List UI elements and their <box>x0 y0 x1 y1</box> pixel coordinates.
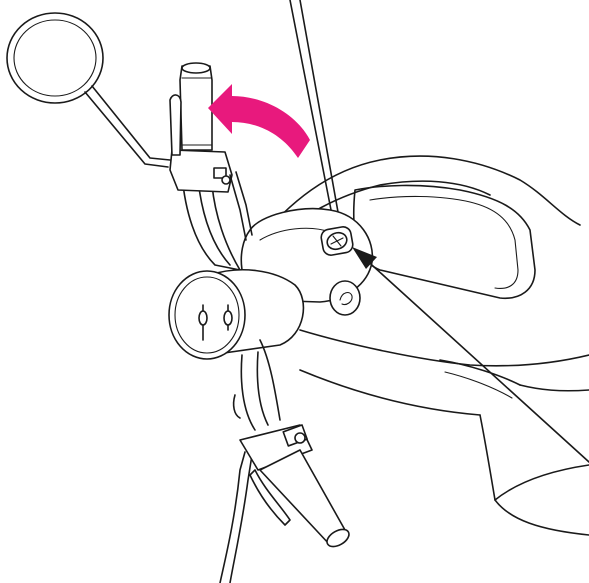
body-key-slot <box>330 281 360 315</box>
right-handlebar <box>240 425 352 550</box>
rotate-arrow-icon <box>208 84 310 158</box>
left-handlebar <box>170 63 252 270</box>
steering-lock <box>320 226 354 257</box>
pointer-arrow-icon <box>352 247 589 462</box>
ignition-housing <box>169 270 303 359</box>
rear-view-mirror <box>7 13 170 167</box>
top-cables <box>290 0 338 215</box>
